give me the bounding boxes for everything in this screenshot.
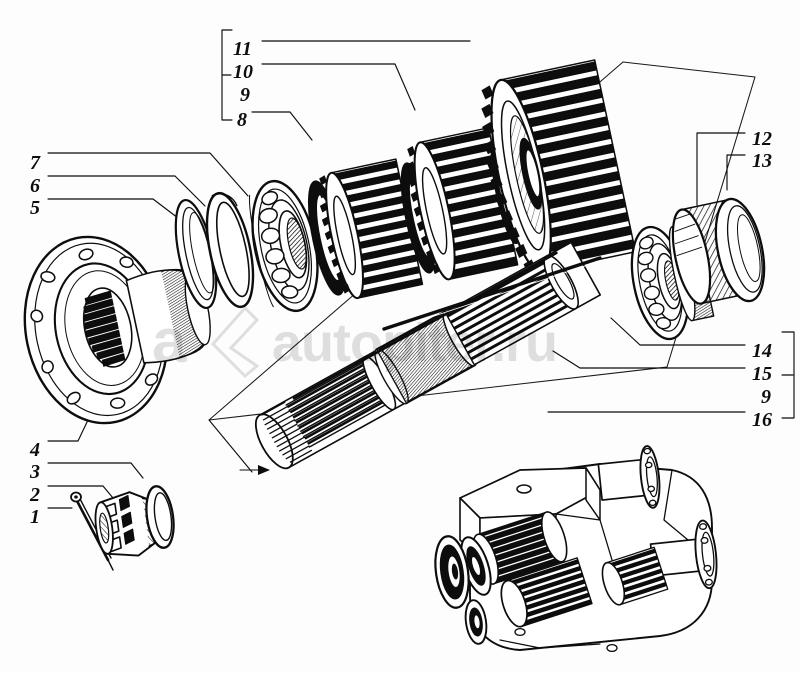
assembly-inset: [434, 445, 718, 653]
callout-13: 13: [752, 150, 772, 172]
end-cover: [714, 197, 766, 303]
callout-7: 7: [30, 152, 40, 174]
callout-12: 12: [752, 128, 772, 150]
callout-9-left: 9: [240, 84, 250, 106]
callout-15: 15: [752, 363, 772, 385]
shaft-region-outline: [208, 61, 756, 475]
callout-14: 14: [752, 340, 772, 362]
output-shaft: [254, 241, 602, 470]
flange-yoke: [23, 235, 211, 425]
callout-11: 11: [233, 38, 252, 60]
callout-1: 1: [30, 506, 40, 528]
shift-rod: [382, 256, 602, 333]
callout-5: 5: [30, 197, 40, 219]
callout-16: 16: [752, 409, 772, 431]
oil-seal-ring: [174, 198, 218, 310]
callout-2: 2: [30, 484, 40, 506]
callout-8: 8: [237, 109, 247, 131]
watermark-chevron-icon: [210, 305, 260, 379]
watermark-logo: a: [152, 307, 187, 376]
callout-10: 10: [233, 61, 253, 83]
callout-6: 6: [30, 175, 40, 197]
leader-lines: [47, 29, 795, 509]
large-gear: [481, 59, 637, 274]
callout-9-right: 9: [761, 386, 771, 408]
watermark-text: autopiter.ru: [272, 313, 558, 373]
callout-4: 4: [30, 439, 40, 461]
flat-washer: [145, 485, 175, 549]
ball-bearing-front: [248, 179, 319, 313]
snap-ring: [205, 191, 255, 309]
callout-3: 3: [30, 461, 40, 483]
